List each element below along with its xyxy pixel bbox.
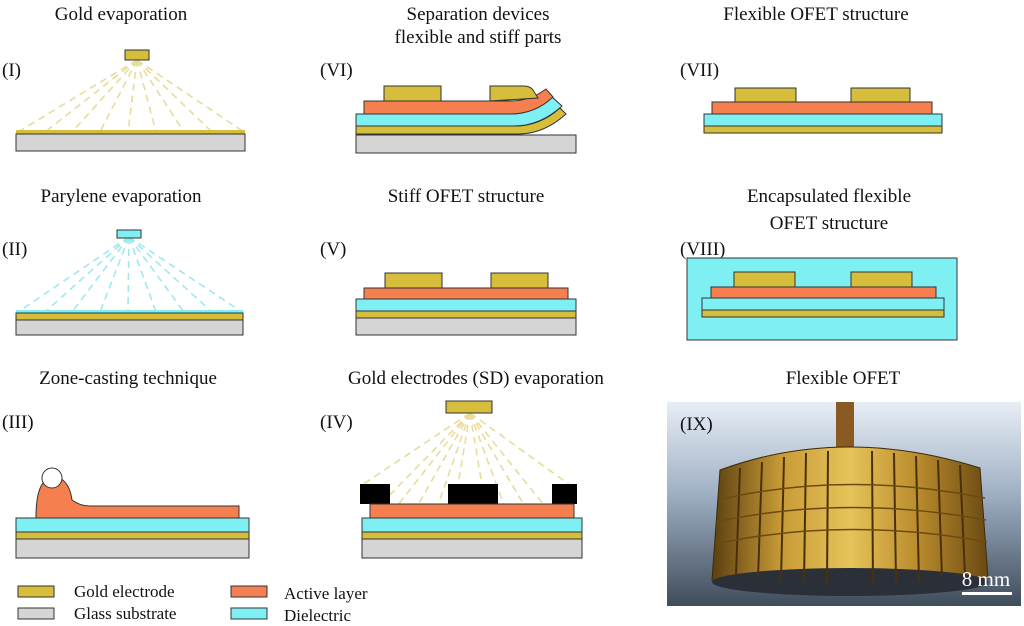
panel-5-label: (V) xyxy=(320,239,346,260)
drain-electrode xyxy=(850,87,911,104)
panel-9-title: Flexible OFET xyxy=(786,368,901,389)
drain-electrode xyxy=(489,85,539,102)
glass-substrate xyxy=(361,538,583,559)
glass-substrate xyxy=(15,319,244,336)
legend-gold-label: Gold electrode xyxy=(74,582,175,601)
panel-5: Stiff OFET structure (V) xyxy=(320,186,577,336)
shadow-mask-right xyxy=(552,484,577,504)
glass-substrate xyxy=(355,134,577,154)
parylene-evaporation-rays xyxy=(17,236,243,313)
glass-substrate xyxy=(15,538,250,559)
active-layer-casting xyxy=(35,476,240,519)
shadow-mask-left xyxy=(360,484,390,504)
panel-3-label: (III) xyxy=(2,412,34,433)
panel-7-title: Flexible OFET structure xyxy=(723,4,908,25)
gold-source xyxy=(124,49,150,61)
glass-substrate xyxy=(15,133,246,152)
panel-6-title-line2: flexible and stiff parts xyxy=(395,27,562,48)
panel-6: Separation devices flexible and stiff pa… xyxy=(320,4,577,154)
casting-nozzle xyxy=(41,467,63,489)
legend-gold-swatch xyxy=(17,585,55,598)
active-layer xyxy=(363,287,569,300)
source-electrode xyxy=(384,272,443,289)
electrode-stripes xyxy=(735,450,966,584)
panel-7-label: (VII) xyxy=(680,60,719,81)
panel-1-title: Gold evaporation xyxy=(55,4,188,25)
panel-4: Gold electrodes (SD) evaporation (IV) xyxy=(320,368,604,559)
scale-bar xyxy=(962,592,1012,595)
gold-evaporation-rays xyxy=(17,59,245,133)
panel-2-label: (II) xyxy=(2,239,27,260)
panel-2-title: Parylene evaporation xyxy=(41,186,202,207)
legend: Gold electrode Glass substrate Active la… xyxy=(17,582,368,625)
dielectric-layer xyxy=(355,298,577,312)
gold-gate-layer xyxy=(703,125,943,134)
scale-bar-label: 8 mm xyxy=(962,567,1010,591)
panel-4-title: Gold electrodes (SD) evaporation xyxy=(348,368,604,389)
gold-source xyxy=(445,400,493,414)
gold-gate-layer xyxy=(15,531,250,540)
panel-6-label: (VI) xyxy=(320,60,353,81)
dielectric-layer xyxy=(703,113,943,127)
ribbon-connector xyxy=(836,402,854,452)
legend-dielectric-swatch xyxy=(230,607,268,620)
panel-2: Parylene evaporation (II) xyxy=(2,186,244,336)
panel-1-label: (I) xyxy=(2,60,21,81)
shadow-mask-center xyxy=(448,484,498,504)
panel-8-label: (VIII) xyxy=(680,239,725,260)
legend-glass-label: Glass substrate xyxy=(74,604,176,623)
drain-electrode xyxy=(850,271,913,288)
gold-gate-layer xyxy=(15,312,244,321)
gold-deposit-layer xyxy=(16,130,245,134)
gold-gate-layer xyxy=(361,531,583,540)
ring-base-shadow xyxy=(712,568,988,596)
active-layer xyxy=(711,101,933,115)
gold-gate-layer xyxy=(355,310,577,319)
active-layer xyxy=(363,88,554,115)
dielectric-layer xyxy=(701,297,945,311)
gold-gate-layer xyxy=(701,309,945,318)
panel-8: Encapsulated flexible OFET structure (VI… xyxy=(680,186,958,341)
panel-3-title: Zone-casting technique xyxy=(39,368,217,389)
glass-substrate xyxy=(355,317,577,336)
panel-7: Flexible OFET structure (VII) xyxy=(680,4,943,134)
panel-6-title-line1: Separation devices xyxy=(407,4,550,25)
source-electrode xyxy=(733,271,796,288)
legend-glass-swatch xyxy=(17,607,55,620)
source-electrode xyxy=(383,85,442,102)
dielectric-layer xyxy=(15,517,250,533)
dielectric-layer xyxy=(16,310,243,313)
drain-electrode xyxy=(490,272,549,289)
panel-9: Flexible OFET xyxy=(667,368,1021,606)
horizontal-traces xyxy=(714,483,988,545)
gold-sd-evaporation-rays xyxy=(361,412,571,506)
dielectric-layer xyxy=(361,517,583,533)
active-layer xyxy=(369,503,575,519)
panel-4-label: (IV) xyxy=(320,412,353,433)
legend-active-label: Active layer xyxy=(284,584,368,603)
panel-3: Zone-casting technique (III) xyxy=(2,368,250,559)
legend-dielectric-label: Dielectric xyxy=(284,606,351,625)
panel-9-label: (IX) xyxy=(680,414,713,435)
panel-8-title-line1: Encapsulated flexible xyxy=(747,186,911,207)
panel-5-title: Stiff OFET structure xyxy=(388,186,545,207)
source-electrode xyxy=(734,87,797,104)
active-layer xyxy=(710,286,937,299)
legend-active-swatch xyxy=(230,585,268,598)
parylene-source xyxy=(116,229,142,239)
panel-1: Gold evaporation (I) xyxy=(2,4,246,152)
panel-8-title-line2: OFET structure xyxy=(770,213,888,234)
